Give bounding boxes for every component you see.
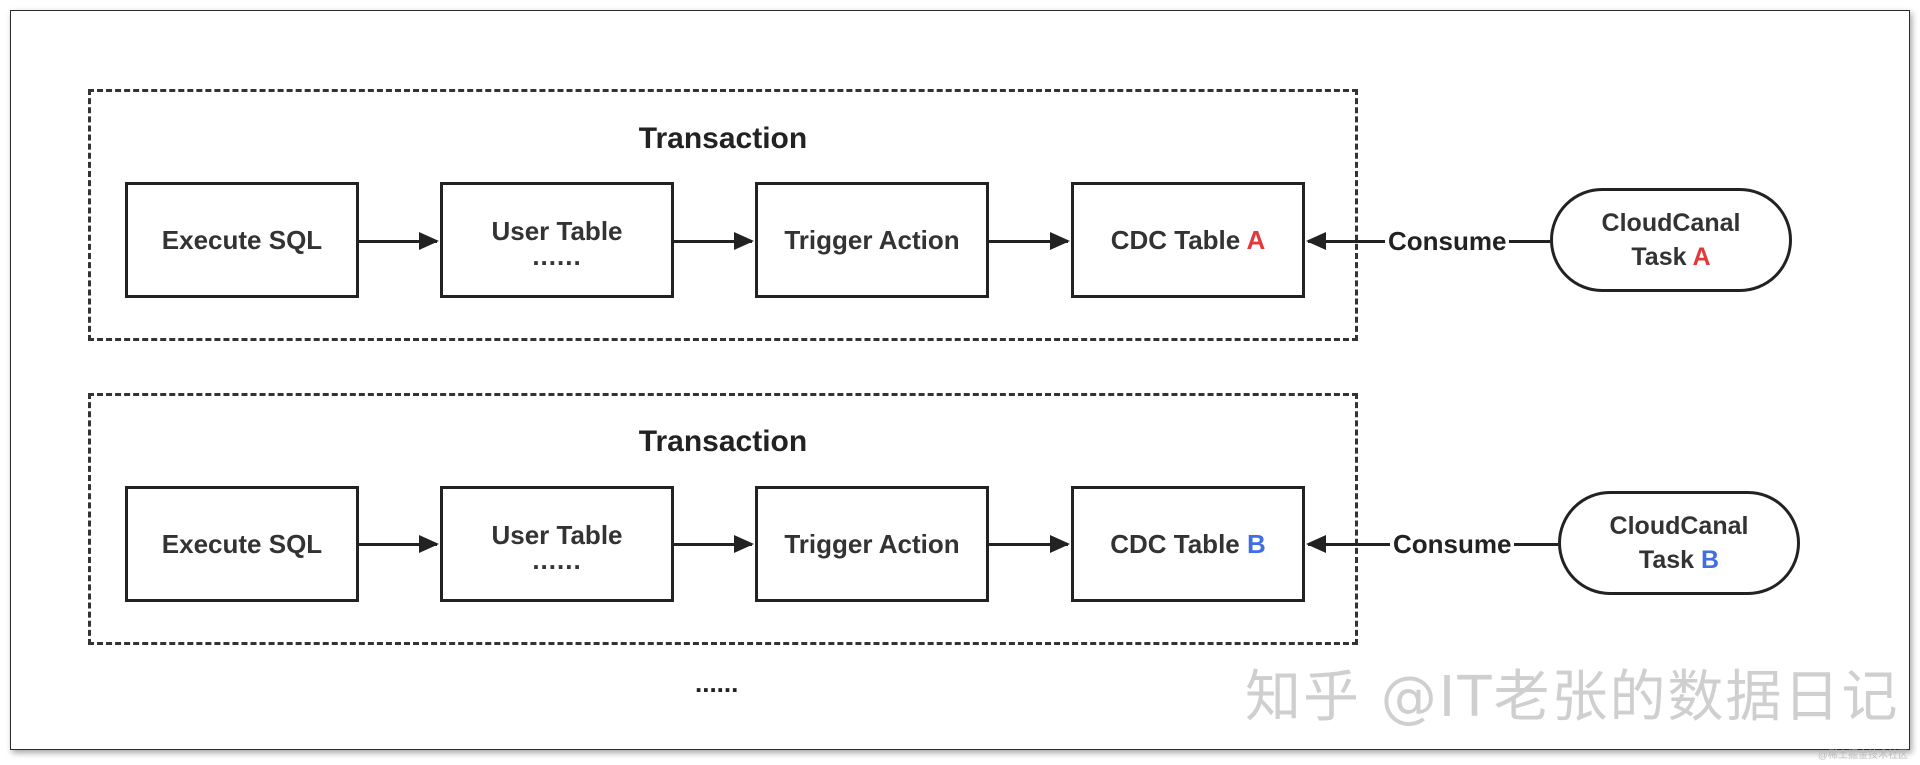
cdc-table-letter: A	[1246, 225, 1266, 255]
cdc-table-box-a: CDC Table A	[1071, 182, 1305, 298]
consume-label-b: Consume	[1390, 529, 1515, 560]
task-id: Task A	[1631, 240, 1710, 274]
user-table-label: User Table	[491, 520, 623, 550]
execute-sql-box-b: Execute SQL	[125, 486, 359, 602]
transaction-title-b: Transaction	[638, 425, 808, 458]
user-table-ellipsis: ......	[532, 241, 582, 271]
cdc-table-label: CDC Table A	[1111, 224, 1266, 256]
transaction-group-a	[88, 89, 1358, 341]
arrow-execute-to-user-b	[359, 535, 439, 553]
source-credit: @稀土掘金技术社区	[1817, 750, 1908, 761]
arrow-execute-to-user-a	[359, 232, 439, 250]
cdc-table-text: CDC Table	[1110, 225, 1247, 255]
trigger-action-label: Trigger Action	[784, 529, 960, 559]
arrow-trigger-to-cdc-a	[989, 232, 1070, 250]
arrow-user-to-trigger-b	[674, 535, 754, 553]
zhihu-watermark: 知乎 @IT老张的数据日记	[1245, 665, 1900, 730]
arrow-trigger-to-cdc-b	[989, 535, 1070, 553]
execute-sql-label: Execute SQL	[161, 529, 323, 559]
transaction-group-b	[88, 393, 1358, 645]
user-table-box-a: User Table ......	[440, 182, 674, 298]
transaction-title-a: Transaction	[638, 122, 808, 155]
cdc-table-text: CDC Table	[1110, 529, 1247, 559]
cloudcanal-task-a: CloudCanal Task A	[1550, 188, 1792, 292]
task-name: CloudCanal	[1601, 209, 1741, 237]
cdc-table-label: CDC Table B	[1110, 528, 1266, 560]
user-table-box-b: User Table ......	[440, 486, 674, 602]
consume-label-a: Consume	[1385, 226, 1510, 257]
trigger-action-box-b: Trigger Action	[755, 486, 989, 602]
trigger-action-label: Trigger Action	[784, 225, 960, 255]
arrow-user-to-trigger-a	[674, 232, 754, 250]
execute-sql-box-a: Execute SQL	[125, 182, 359, 298]
user-table-label: User Table	[491, 216, 623, 246]
task-name: CloudCanal	[1609, 512, 1749, 540]
user-table-ellipsis: ......	[532, 545, 582, 575]
trigger-action-box-a: Trigger Action	[755, 182, 989, 298]
task-letter: A	[1692, 243, 1711, 271]
cdc-table-box-b: CDC Table B	[1071, 486, 1305, 602]
cloudcanal-task-b: CloudCanal Task B	[1558, 491, 1800, 595]
task-id: Task B	[1639, 543, 1719, 577]
diagram-frame	[10, 10, 1910, 750]
task-prefix: Task	[1631, 243, 1693, 271]
more-ellipsis: ......	[695, 668, 739, 698]
cdc-table-letter: B	[1246, 529, 1266, 559]
execute-sql-label: Execute SQL	[161, 225, 323, 255]
task-letter: B	[1701, 546, 1720, 574]
task-prefix: Task	[1638, 546, 1701, 574]
